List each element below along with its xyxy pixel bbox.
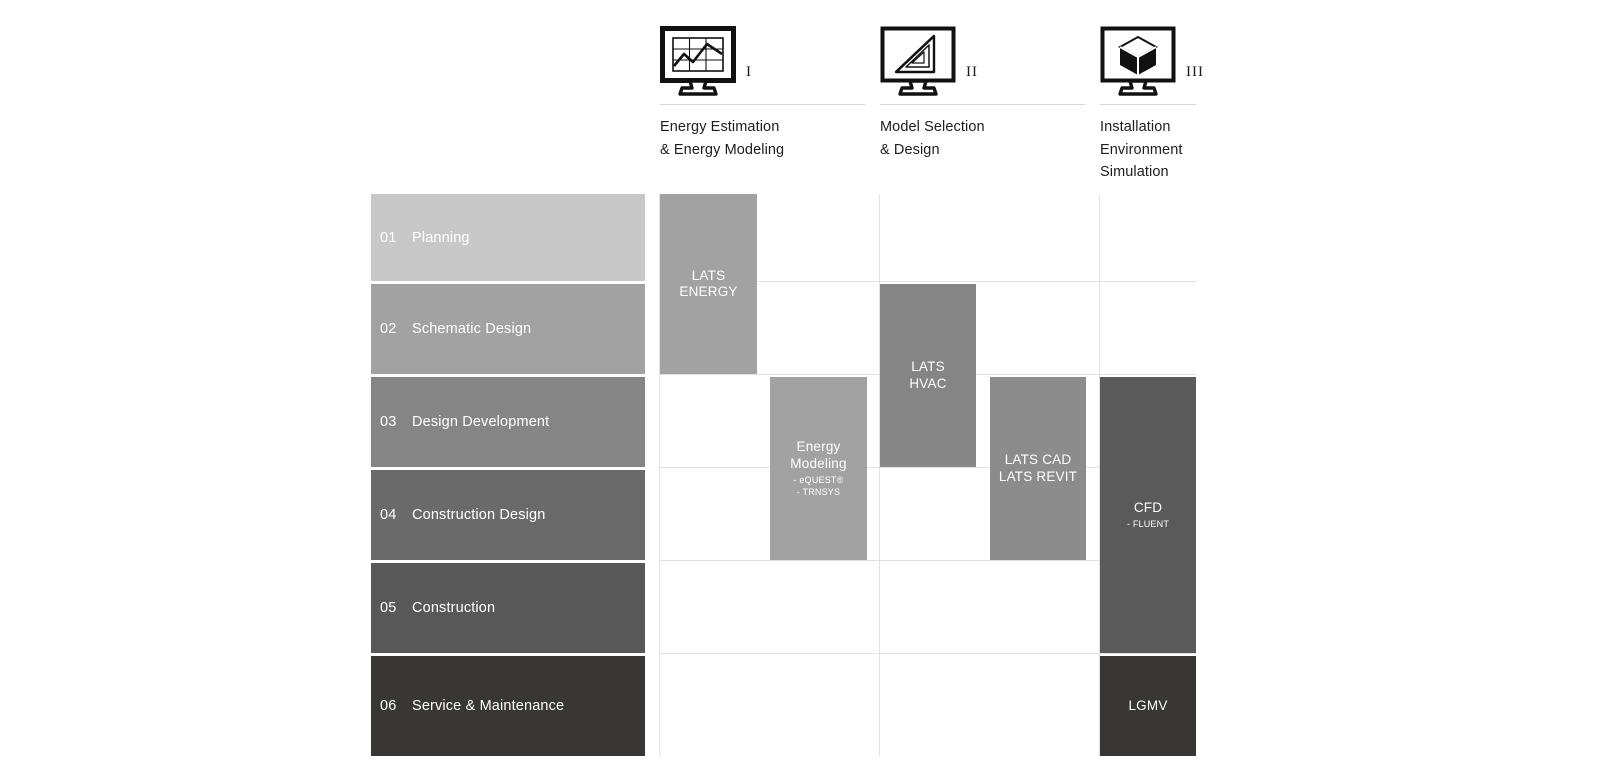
header-column-installation-simulation: III Installation Environment Simulation [1100, 24, 1203, 180]
phase-number: 02 [380, 321, 397, 337]
phase-row-01[interactable]: 01 Planning [371, 194, 645, 281]
phase-label: Planning [412, 229, 470, 246]
solution-block-energy-modeling[interactable]: Energy Modeling - eQUEST® - TRNSYS [770, 377, 867, 560]
header-icon-row: I [660, 24, 865, 96]
solution-block-lats-hvac[interactable]: LATS HVAC [880, 284, 976, 467]
header-roman-numeral: II [966, 64, 978, 80]
phase-row-05[interactable]: 05 Construction [371, 563, 645, 653]
phase-row-02[interactable]: 02 Schematic Design [371, 284, 645, 374]
phase-row-06[interactable]: 06 Service & Maintenance [371, 656, 645, 756]
phase-label: Service & Maintenance [412, 698, 565, 714]
grid-row-divider [660, 653, 1196, 654]
monitor-cube-icon [1100, 26, 1176, 96]
grid-column-separator [879, 194, 880, 756]
header-label: Model Selection & Design [880, 119, 985, 158]
phase-label: Construction [412, 600, 496, 616]
solution-block-title: Energy Modeling [790, 439, 847, 471]
header-column-model-selection: II Model Selection & Design [880, 24, 1085, 158]
monitor-triangle-ruler-icon [880, 26, 956, 96]
header-divider [880, 104, 1085, 105]
solution-block-title: LATS HVAC [909, 359, 947, 391]
header-divider [1100, 104, 1196, 105]
header-column-energy: I Energy Estimation & Energy Modeling [660, 24, 865, 158]
solution-block-title: LATS CAD LATS REVIT [998, 452, 1078, 484]
grid-row-divider [660, 281, 1196, 282]
phase-row-04[interactable]: 04 Construction Design [371, 470, 645, 560]
solution-block-title: CFD [1133, 499, 1163, 515]
solution-block-subitems: - eQUEST® - TRNSYS [793, 475, 844, 497]
solution-block-title: LGMV [1128, 697, 1168, 713]
header-label: Energy Estimation & Energy Modeling [660, 119, 785, 158]
grid-column-separator [1099, 194, 1100, 756]
monitor-chart-icon [660, 26, 736, 96]
header-roman-numeral: I [746, 64, 752, 80]
phase-number: 01 [380, 229, 397, 246]
phase-row-03[interactable]: 03 Design Development [371, 377, 645, 467]
solution-block-lats-cad-revit[interactable]: LATS CAD LATS REVIT [990, 377, 1086, 560]
solution-block-lats-energy[interactable]: LATS ENERGY [660, 194, 757, 374]
header-divider [660, 104, 865, 105]
grid-row-divider [660, 467, 1196, 468]
solution-block-cfd[interactable]: CFD - FLUENT [1100, 377, 1196, 653]
header-roman-numeral: III [1186, 64, 1204, 80]
phase-label: Design Development [412, 414, 550, 430]
header-label: Installation Environment Simulation [1100, 119, 1183, 180]
header-icon-row: II [880, 24, 1085, 96]
header-icon-row: III [1100, 24, 1203, 96]
solution-block-subitems: - FLUENT [1126, 519, 1170, 529]
solution-block-lgmv[interactable]: LGMV [1100, 656, 1196, 756]
phase-number: 03 [380, 414, 397, 430]
solution-block-title: LATS ENERGY [679, 267, 738, 300]
grid-column-separator [659, 194, 660, 756]
phase-number: 04 [380, 507, 397, 523]
phase-number: 05 [380, 600, 397, 616]
grid-row-divider [660, 560, 1196, 561]
phase-label: Construction Design [412, 507, 546, 523]
phase-number: 06 [380, 698, 397, 714]
phase-label: Schematic Design [412, 321, 532, 337]
